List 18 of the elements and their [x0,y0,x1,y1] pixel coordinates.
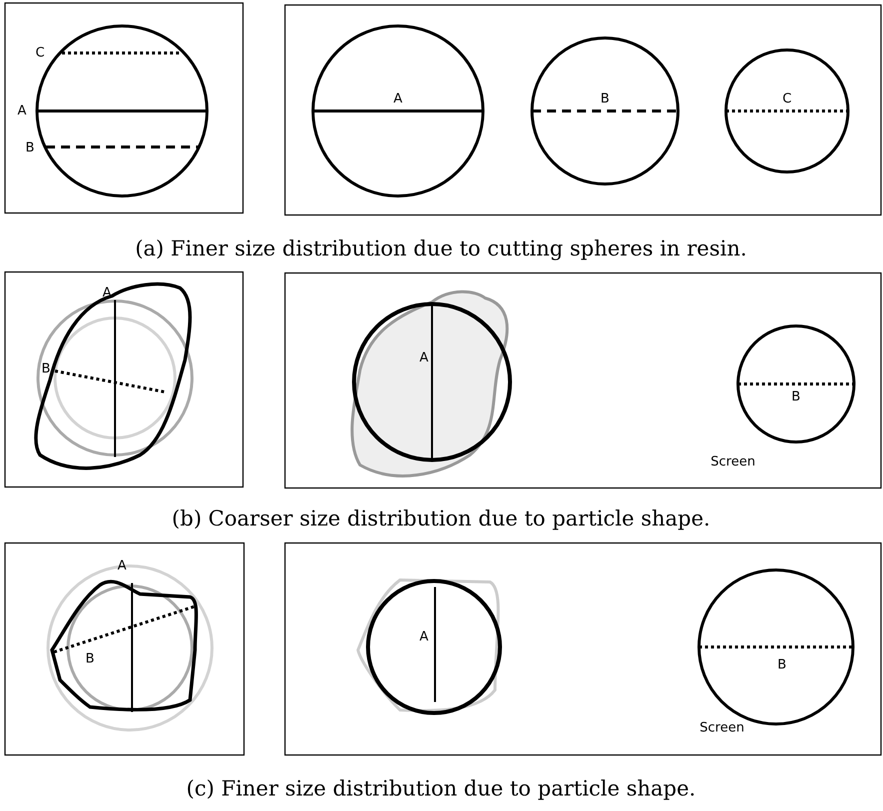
letter-label: A [18,104,26,118]
figure-caption: (b) Coarser size distribution due to particle shape. [172,507,710,531]
letter-label: B [792,390,800,404]
letter-label: C [35,46,45,60]
letter-label: B [26,142,34,154]
letter-label: A [420,352,428,364]
figure-caption: (c) Finer size distribution due to particle shape. [186,777,696,801]
letter-label: B [600,92,610,106]
letter-label: A [118,560,126,572]
letter-label: B [86,652,94,666]
letter-label: A [394,92,402,106]
letter-label: C [782,92,792,106]
method-label: Screen [710,456,756,468]
letter-label: B [778,658,786,672]
figure-caption: (a) Finer size distribution due to cutting spheres in resin. [135,237,747,261]
letter-label: B [42,362,50,376]
method-label: Screen [700,722,744,734]
letter-label: A [420,630,428,644]
